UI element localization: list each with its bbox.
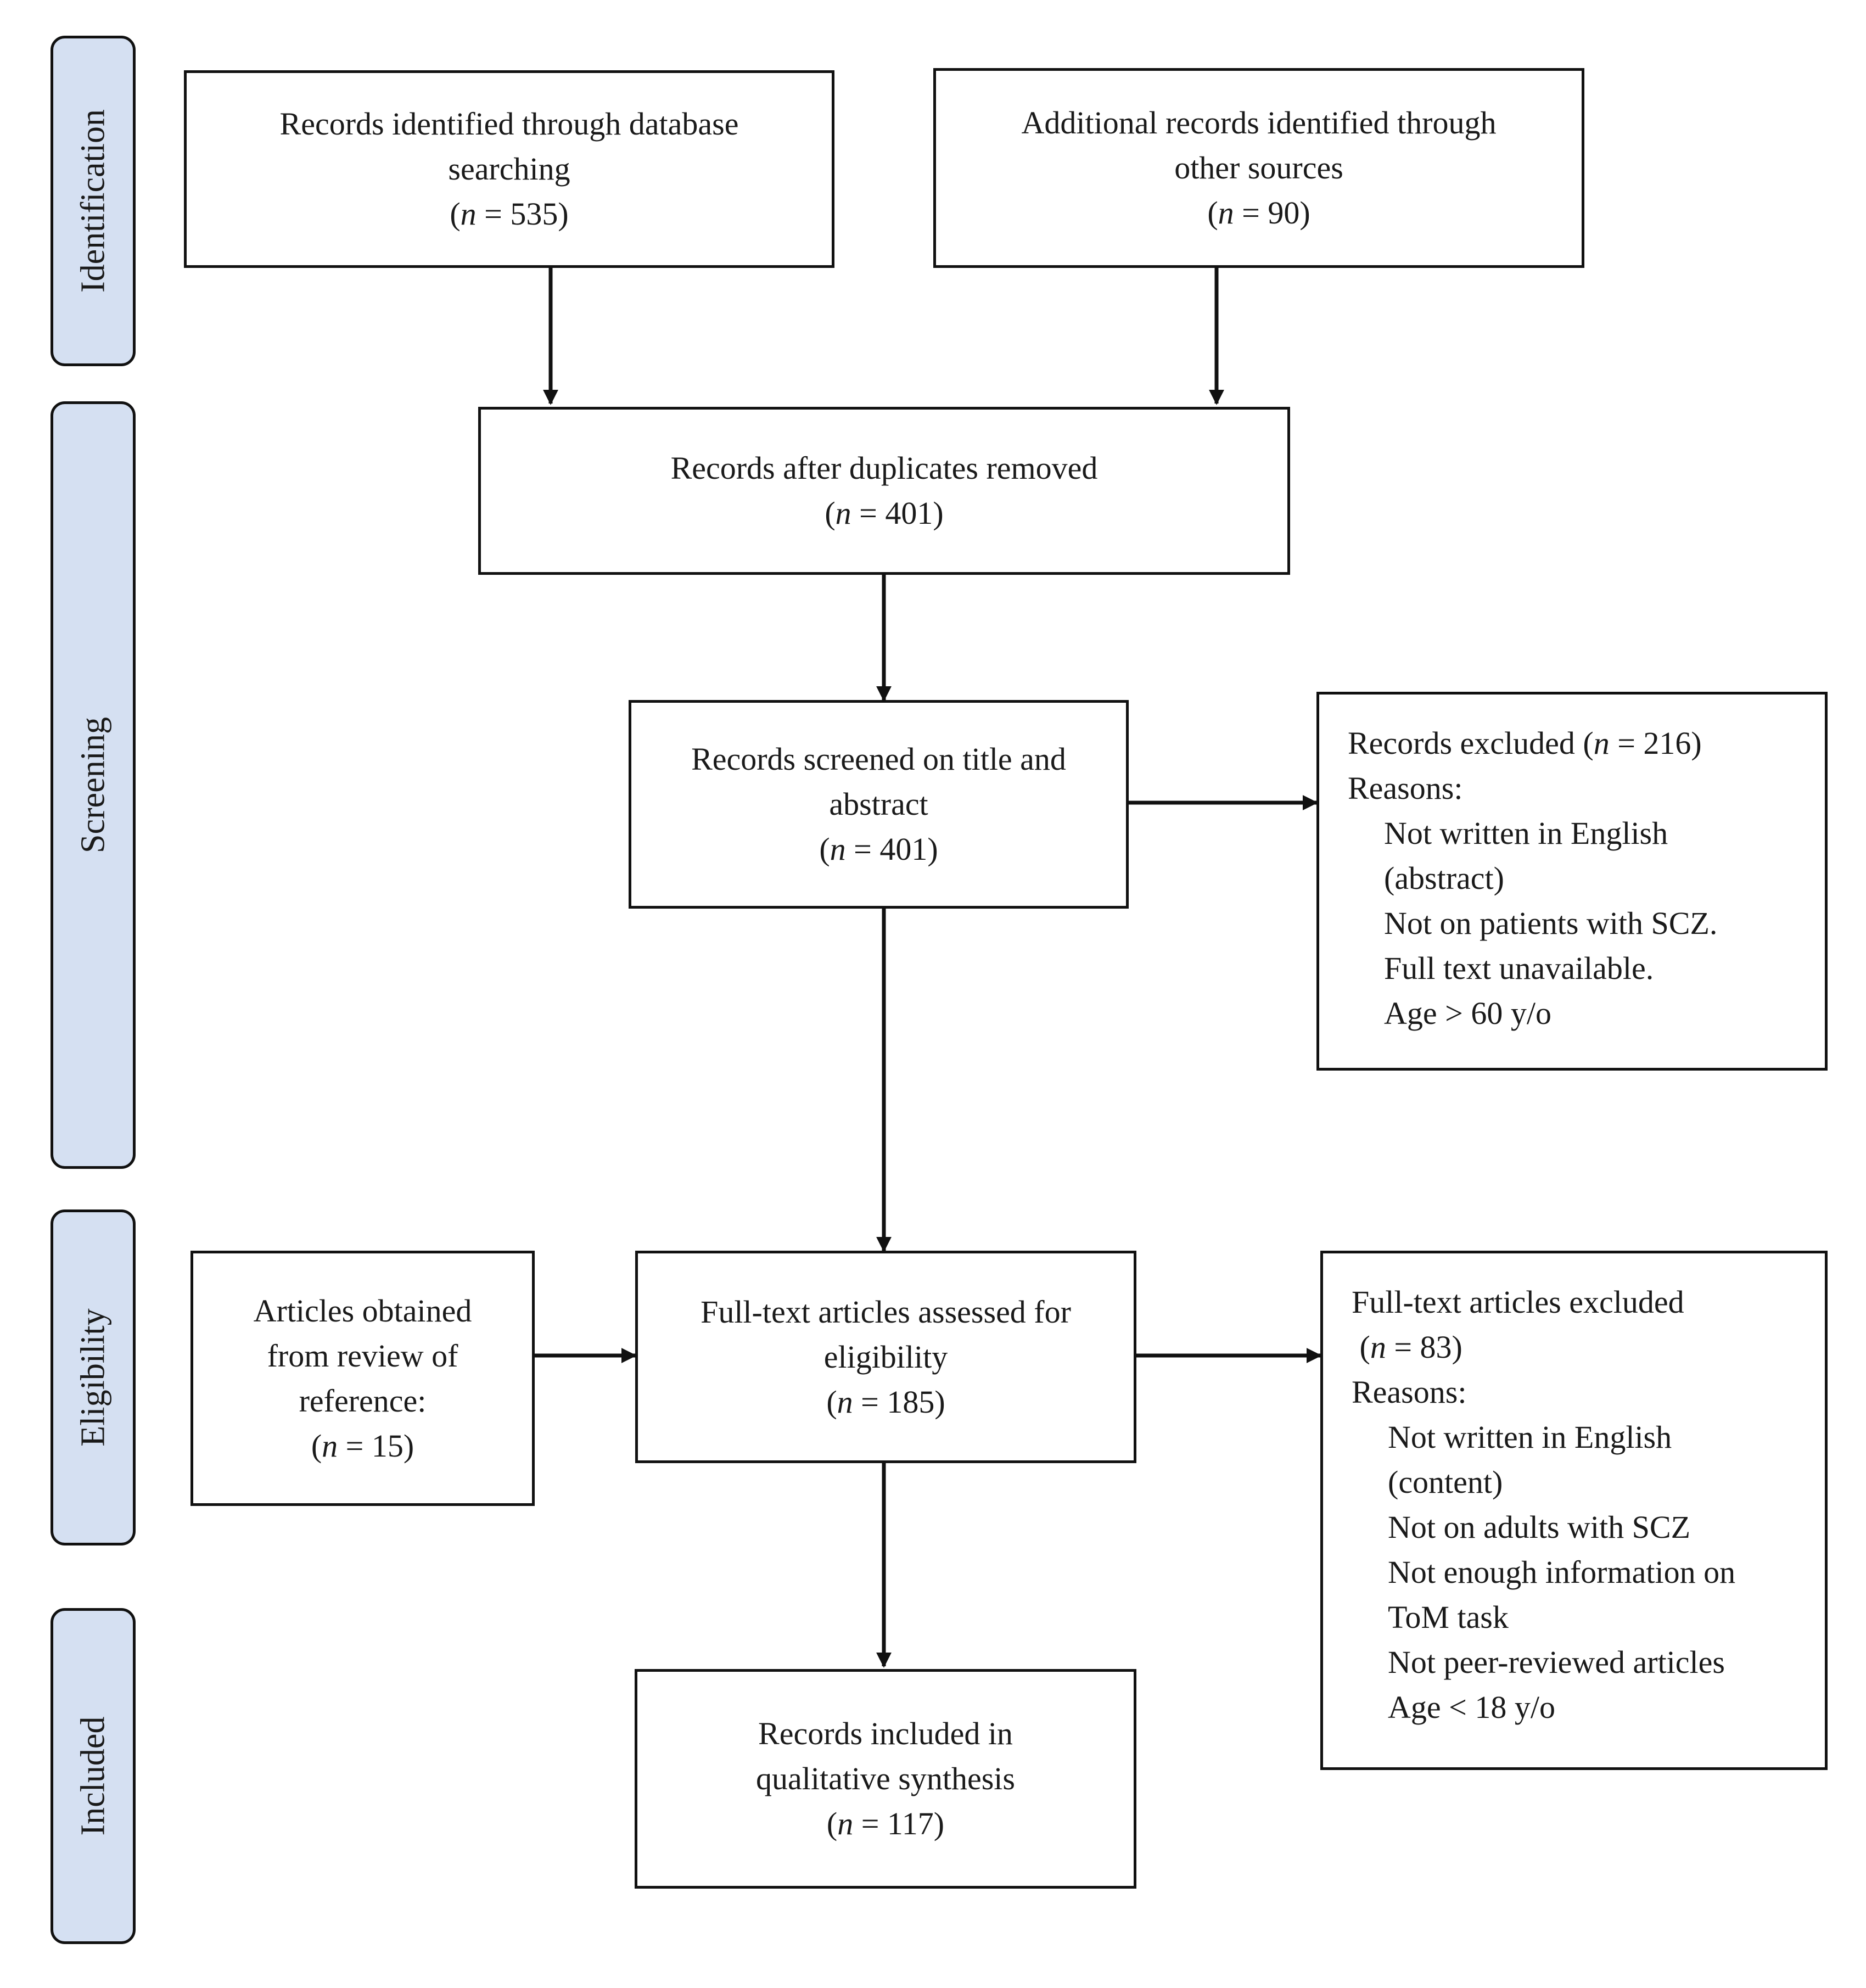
- box-database-records: Records identified through database sear…: [184, 70, 834, 268]
- other-sources-line-1: Additional records identified through: [1021, 105, 1497, 141]
- full-text-line-2: eligibility: [823, 1339, 948, 1375]
- full-text-excluded-reason: Not enough information on: [1388, 1554, 1736, 1590]
- box-full-text-excluded: Full-text articles excluded (n = 83) Rea…: [1320, 1251, 1828, 1770]
- full-text-excluded-reason: ToM task: [1388, 1599, 1509, 1635]
- full-text-excluded-reason: Not written in English: [1388, 1419, 1672, 1455]
- duplicates-count: (n = 401): [825, 495, 944, 531]
- full-text-excluded-count: (n = 83): [1352, 1329, 1462, 1365]
- box-other-sources: Additional records identified through ot…: [933, 68, 1584, 268]
- included-line-2: qualitative synthesis: [756, 1761, 1015, 1796]
- phase-identification: Identification: [51, 36, 136, 366]
- full-text-excluded-reasons-label: Reasons:: [1352, 1374, 1467, 1410]
- excluded-reason: Not written in English: [1384, 815, 1668, 851]
- excluded-reason: Full text unavailable.: [1384, 950, 1654, 986]
- box-records-screened: Records screened on title and abstract (…: [629, 700, 1129, 909]
- full-text-excluded-reason: Age < 18 y/o: [1388, 1689, 1555, 1725]
- full-text-excluded-reason: Not peer-reviewed articles: [1388, 1644, 1725, 1680]
- full-text-line-1: Full-text articles assessed for: [701, 1293, 1071, 1330]
- excluded-reason: Not on patients with SCZ.: [1384, 905, 1718, 941]
- database-count: (n = 535): [450, 196, 569, 232]
- other-sources-count: (n = 90): [1207, 195, 1310, 231]
- full-text-excluded-title: Full-text articles excluded: [1352, 1284, 1684, 1320]
- screened-line-2: abstract: [829, 786, 928, 822]
- box-reference-articles: Articles obtained from review of referen…: [190, 1251, 535, 1506]
- included-line-1: Records included in: [758, 1716, 1013, 1751]
- full-text-excluded-reason: Not on adults with SCZ: [1388, 1509, 1691, 1545]
- other-sources-line-2: other sources: [1174, 150, 1343, 186]
- excluded-reason: Age > 60 y/o: [1384, 995, 1551, 1031]
- screened-line-1: Records screened on title and: [691, 741, 1066, 777]
- database-line-2: searching: [448, 151, 570, 187]
- duplicates-line-1: Records after duplicates removed: [670, 450, 1098, 486]
- excluded-reasons-label: Reasons:: [1348, 770, 1463, 806]
- included-count: (n = 117): [826, 1806, 945, 1841]
- box-duplicates-removed: Records after duplicates removed (n = 40…: [478, 407, 1290, 575]
- box-records-excluded: Records excluded (n = 216) Reasons: Not …: [1316, 692, 1828, 1071]
- box-records-included: Records included in qualitative synthesi…: [635, 1669, 1136, 1889]
- box-full-text-assessed: Full-text articles assessed for eligibil…: [635, 1251, 1136, 1463]
- references-line-1: Articles obtained: [253, 1292, 472, 1329]
- phase-included: Included: [51, 1608, 136, 1944]
- full-text-count: (n = 185): [826, 1384, 945, 1420]
- phase-eligibility: Eligibility: [51, 1209, 136, 1545]
- full-text-excluded-reason: (content): [1388, 1464, 1503, 1500]
- references-count: (n = 15): [311, 1427, 414, 1464]
- phase-screening: Screening: [51, 401, 136, 1169]
- excluded-reason: (abstract): [1384, 860, 1504, 896]
- database-line-1: Records identified through database: [279, 106, 739, 142]
- references-line-2: from review of: [267, 1337, 458, 1374]
- references-line-3: reference:: [299, 1382, 427, 1419]
- screened-count: (n = 401): [819, 831, 938, 867]
- excluded-title: Records excluded (n = 216): [1348, 725, 1702, 761]
